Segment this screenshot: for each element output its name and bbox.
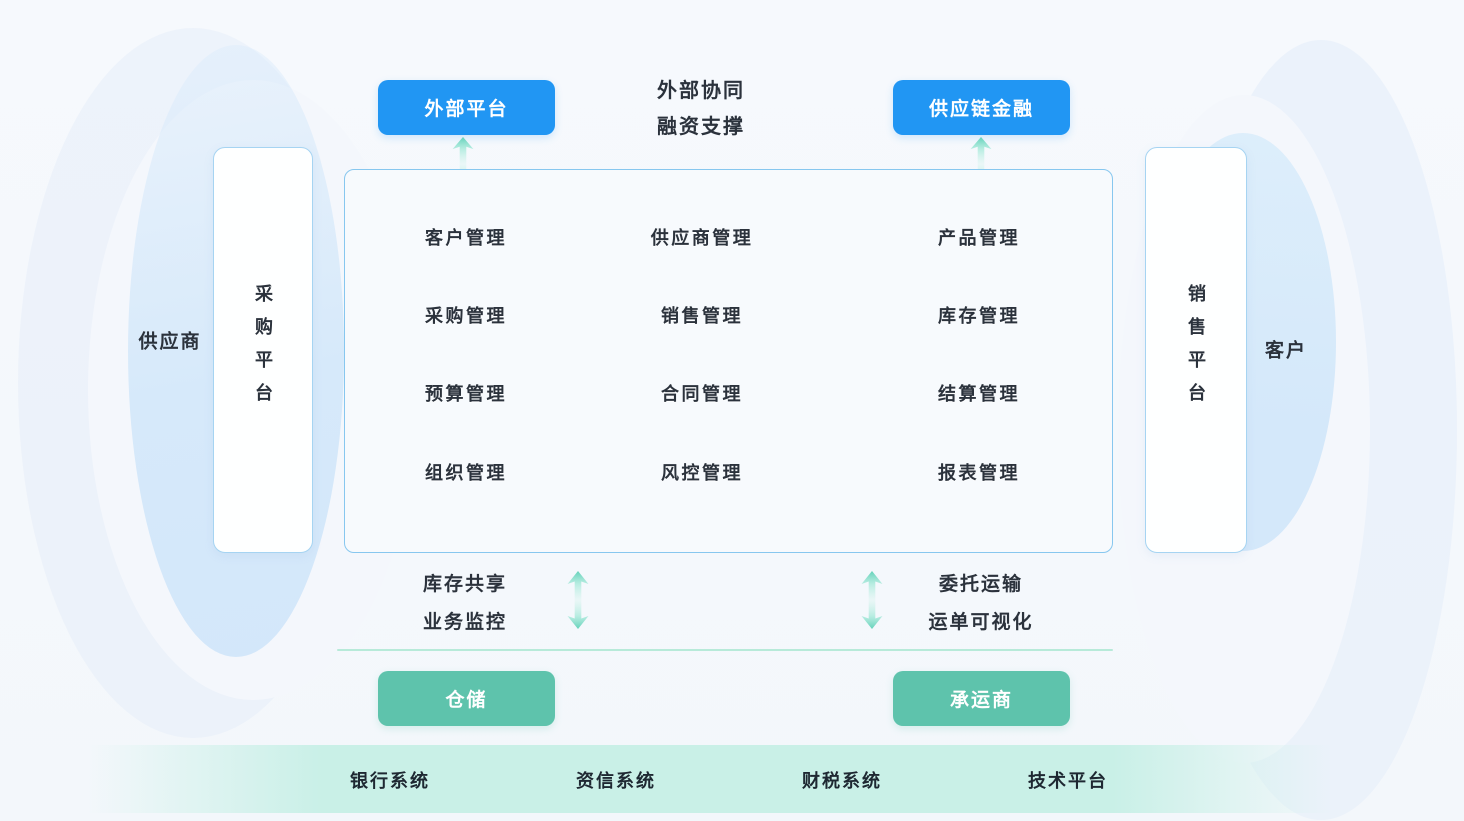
external-platform-button[interactable]: 外部平台 <box>378 80 555 135</box>
sales-platform-box: 销售平台 <box>1145 147 1247 553</box>
bottom-systems-bar: 银行系统 资信系统 财税系统 技术平台 <box>0 745 1464 813</box>
top-note-line2: 融资支撑 <box>657 116 745 138</box>
inventory-note: 库存共享 业务监控 <box>423 566 507 642</box>
top-note: 外部协同 融资支撑 <box>657 73 745 145</box>
supplier-label: 供应商 <box>138 331 202 353</box>
bottom-system-label: 银行系统 <box>350 771 430 791</box>
core-modules-box: 客户管理 供应商管理 产品管理采购管理 销售管理 库存管理预算管理 合同管理 结算管理组织管… <box>344 169 1113 553</box>
supply-chain-finance-button[interactable]: 供应链金融 <box>893 80 1070 135</box>
bottom-system-label: 财税系统 <box>802 771 882 791</box>
module-label: 预算管理 <box>425 384 507 404</box>
inventory-note-line2: 业务监控 <box>422 612 508 633</box>
transport-note-line2: 运单可视化 <box>928 612 1034 633</box>
procurement-platform-box: 采购平台 <box>213 147 313 553</box>
double-arrow-icon <box>861 571 883 629</box>
module-label: 结算管理 <box>938 384 1020 404</box>
top-note-line1: 外部协同 <box>657 80 745 102</box>
double-arrow-icon <box>970 137 992 191</box>
module-label: 销售管理 <box>661 306 743 326</box>
module-label: 风控管理 <box>661 463 743 483</box>
module-label: 报表管理 <box>938 463 1020 483</box>
procurement-platform-label: 采购平台 <box>253 284 273 416</box>
inventory-note-line1: 库存共享 <box>422 574 508 595</box>
carrier-button[interactable]: 承运商 <box>893 671 1070 726</box>
module-label: 合同管理 <box>661 384 743 404</box>
double-arrow-icon <box>567 571 589 629</box>
customer-label: 客户 <box>1264 340 1308 362</box>
logistics-divider <box>337 649 1113 651</box>
double-arrow-icon <box>452 137 474 191</box>
module-label: 采购管理 <box>425 306 507 326</box>
warehouse-button[interactable]: 仓储 <box>378 671 555 726</box>
transport-note: 委托运输 运单可视化 <box>928 566 1033 642</box>
bottom-system-label: 技术平台 <box>1028 771 1108 791</box>
module-label: 供应商管理 <box>650 228 754 248</box>
module-label: 客户管理 <box>425 228 507 248</box>
bottom-system-label: 资信系统 <box>576 771 656 791</box>
transport-note-line1: 委托运输 <box>938 574 1024 595</box>
module-label: 产品管理 <box>938 228 1020 248</box>
module-label: 库存管理 <box>938 306 1020 326</box>
sales-platform-label: 销售平台 <box>1186 284 1206 416</box>
module-label: 组织管理 <box>425 463 507 483</box>
